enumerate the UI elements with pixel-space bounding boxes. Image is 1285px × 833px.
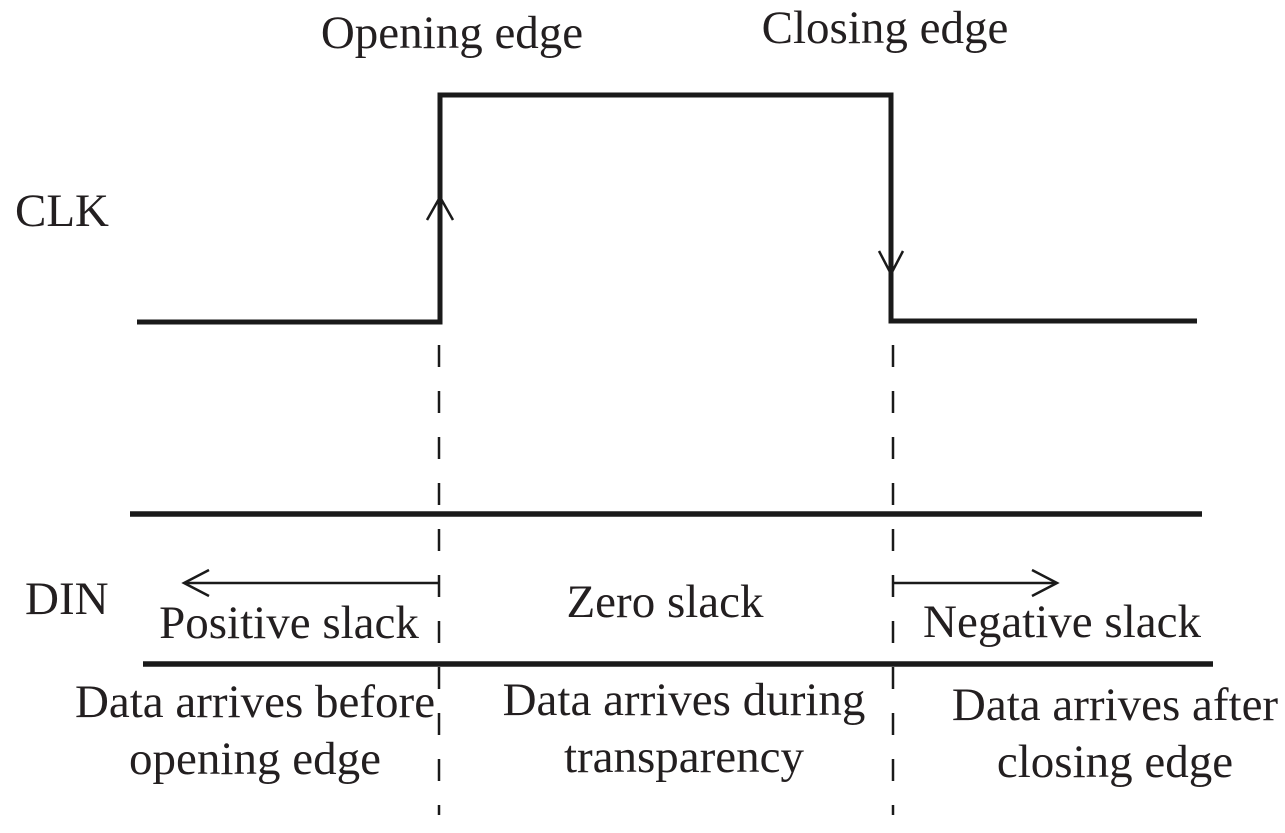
opening-edge-label: Opening edge xyxy=(320,7,584,59)
caption-positive-slack: Data arrives before opening edge xyxy=(75,674,435,788)
right-arrow-icon xyxy=(1031,568,1060,598)
caption-line: opening edge xyxy=(129,733,381,785)
rising-edge-arrow-icon xyxy=(425,194,455,221)
caption-line: closing edge xyxy=(996,736,1234,788)
caption-line: Data arrives during xyxy=(502,674,866,726)
clk-signal-label: CLK xyxy=(15,185,109,237)
left-arrow-icon xyxy=(181,568,210,598)
positive-slack-label: Positive slack xyxy=(159,597,419,649)
caption-line: Data arrives after xyxy=(951,679,1279,731)
falling-edge-arrow-icon xyxy=(877,250,905,277)
caption-line: transparency xyxy=(563,731,805,783)
caption-line: Data arrives before xyxy=(74,676,436,728)
caption-zero-slack: Data arrives during transparency xyxy=(503,672,866,786)
caption-negative-slack: Data arrives after closing edge xyxy=(952,677,1278,791)
clk-waveform xyxy=(137,92,1197,325)
negative-slack-label: Negative slack xyxy=(923,596,1201,648)
din-signal-label: DIN xyxy=(25,573,109,625)
closing-edge-label: Closing edge xyxy=(761,2,1009,54)
zero-slack-label: Zero slack xyxy=(566,576,764,628)
